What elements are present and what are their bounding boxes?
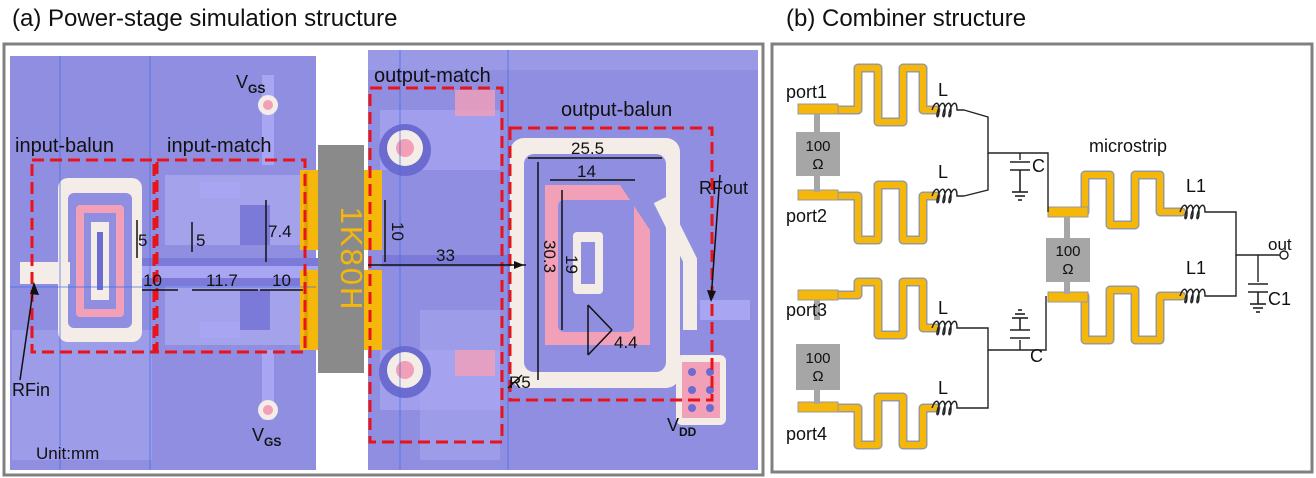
res-mid-value: 100 bbox=[1055, 243, 1080, 260]
dim-10-b: 10 bbox=[272, 271, 291, 290]
vdd-symbol: V bbox=[667, 415, 679, 435]
input-match-box bbox=[155, 158, 307, 354]
vgs-top-subscript: GS bbox=[248, 82, 265, 96]
capacitors bbox=[1010, 161, 1268, 339]
panel-b-schematic: 100 Ω 100 Ω 100 Ω bbox=[770, 42, 1314, 474]
rfout-label: RFout bbox=[699, 178, 748, 198]
dimension-arrows bbox=[19, 157, 721, 389]
input-balun-label: input-balun bbox=[15, 135, 114, 157]
output-terminal bbox=[1279, 250, 1289, 260]
dim-10-a: 10 bbox=[143, 271, 162, 290]
dim-5-match: 5 bbox=[196, 231, 205, 250]
output-balun-box bbox=[508, 126, 714, 402]
resistor-bottom bbox=[796, 344, 840, 390]
dim-10-c: 10 bbox=[388, 222, 407, 241]
panel-b-title: (b) Combiner structure bbox=[786, 5, 1027, 32]
resistor-top bbox=[796, 132, 840, 176]
port1-label: port1 bbox=[786, 82, 827, 102]
inductor-label-4: L bbox=[938, 378, 948, 398]
port4-label: port4 bbox=[786, 424, 827, 444]
dim-30-3: 30.3 bbox=[540, 240, 559, 273]
port1-stub bbox=[797, 103, 839, 115]
cap-label-bottom: C bbox=[1030, 346, 1043, 366]
res-top-ohm: Ω bbox=[812, 156, 823, 173]
panel-b-frame bbox=[770, 42, 1314, 474]
svg-text:VGS: VGS bbox=[236, 72, 265, 96]
output-match-label: output-match bbox=[374, 65, 491, 87]
dim-r5: R5 bbox=[509, 373, 531, 392]
dim-4-4: 4.4 bbox=[614, 333, 638, 352]
dim-25-5: 25.5 bbox=[571, 139, 604, 158]
dim-33: 33 bbox=[436, 246, 455, 265]
port3-label: port3 bbox=[786, 300, 827, 320]
chip-label: 1K80H bbox=[334, 207, 369, 312]
dim-11-7: 11.7 bbox=[206, 271, 238, 290]
dim-14: 14 bbox=[577, 162, 596, 181]
inductor-label-2: L bbox=[938, 162, 948, 182]
unit-label: Unit:mm bbox=[36, 444, 99, 463]
dim-5-balun: 5 bbox=[138, 231, 147, 250]
input-balun-box bbox=[30, 158, 156, 354]
port2-label: port2 bbox=[786, 206, 827, 226]
input-match-label: input-match bbox=[167, 135, 272, 157]
cap-label-top: C bbox=[1032, 156, 1045, 176]
out-label: out bbox=[1268, 235, 1292, 254]
meander-lines bbox=[831, 63, 1187, 450]
svg-text:VGS: VGS bbox=[252, 425, 281, 449]
res-mid-ohm: Ω bbox=[1062, 261, 1073, 278]
inductor-coils bbox=[931, 102, 1212, 416]
port3-stub bbox=[797, 289, 839, 301]
l1-label-top: L1 bbox=[1186, 176, 1206, 196]
vgs-top-symbol: V bbox=[236, 72, 248, 92]
vdd-subscript: DD bbox=[679, 425, 697, 439]
inductor-label-1: L bbox=[938, 80, 948, 100]
rfin-label: RFin bbox=[12, 380, 50, 400]
panel-a-title: (a) Power-stage simulation structure bbox=[12, 5, 398, 32]
svg-text:VDD: VDD bbox=[667, 415, 697, 439]
wires bbox=[963, 109, 1282, 409]
resistor-middle bbox=[1046, 238, 1090, 282]
vgs-bottom-subscript: GS bbox=[264, 435, 281, 449]
inductor-label-3: L bbox=[938, 298, 948, 318]
output-balun-label: output-balun bbox=[561, 99, 672, 121]
c1-label: C1 bbox=[1268, 289, 1291, 309]
l1-label-bottom: L1 bbox=[1186, 258, 1206, 278]
res-bot-value: 100 bbox=[805, 350, 830, 367]
dim-19: 19 bbox=[562, 255, 581, 274]
res-top-value: 100 bbox=[805, 138, 830, 155]
panel-a-layout: 1K80H bbox=[2, 42, 765, 477]
dim-7-4: 7.4 bbox=[268, 222, 292, 241]
vgs-bottom-symbol: V bbox=[252, 425, 264, 445]
res-bot-ohm: Ω bbox=[812, 368, 823, 385]
microstrip-label: microstrip bbox=[1089, 136, 1167, 156]
transistor-chip bbox=[318, 145, 364, 373]
